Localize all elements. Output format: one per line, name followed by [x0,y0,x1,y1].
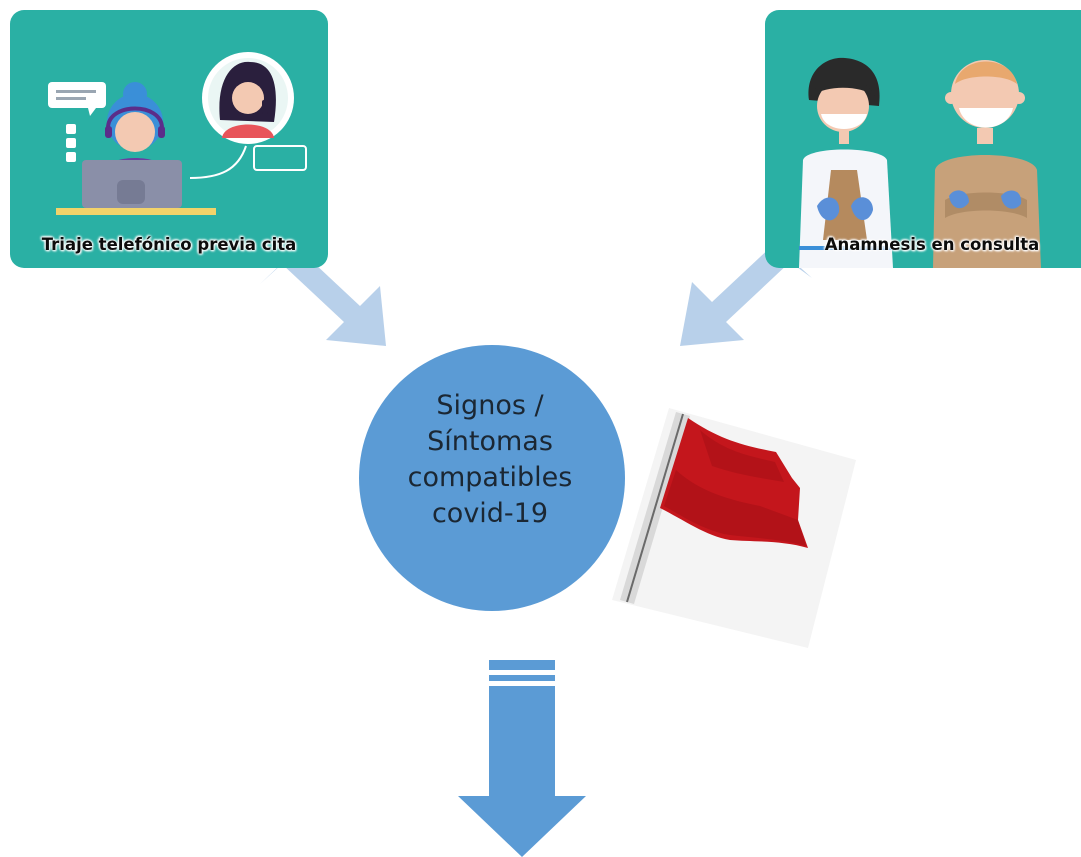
phone-triage-caption: Triaje telefónico previa cita [41,235,297,254]
symptoms-line-2: Síntomas [427,426,553,457]
anamnesis-illustration [765,10,1081,268]
anamnesis-caption: Anamnesis en consulta [824,235,1040,254]
red-flag-icon [612,408,856,648]
anamnesis-panel: Anamnesis en consulta [765,10,1081,268]
symptoms-label: Signos / Síntomas compatibles covid-19 [390,388,590,532]
output-arrow-down [458,660,586,857]
phone-triage-panel: Triaje telefónico previa cita [10,10,328,268]
operator-icon [56,82,216,215]
symptoms-circle [359,345,625,611]
symptoms-line-3: compatibles [407,462,573,493]
symptoms-line-4: covid-19 [431,498,549,529]
arrow-from-phone-triage [260,248,386,346]
caller-avatar-icon [202,52,294,144]
nurse-icon [933,60,1041,268]
doctor-icon [799,57,893,268]
chat-bubble-icon [48,82,106,116]
phone-triage-illustration [10,10,328,268]
checklist-icon [66,124,76,162]
connector-lines [189,145,307,179]
arrow-from-anamnesis [680,244,812,346]
symptoms-line-1: Signos / [436,390,544,421]
